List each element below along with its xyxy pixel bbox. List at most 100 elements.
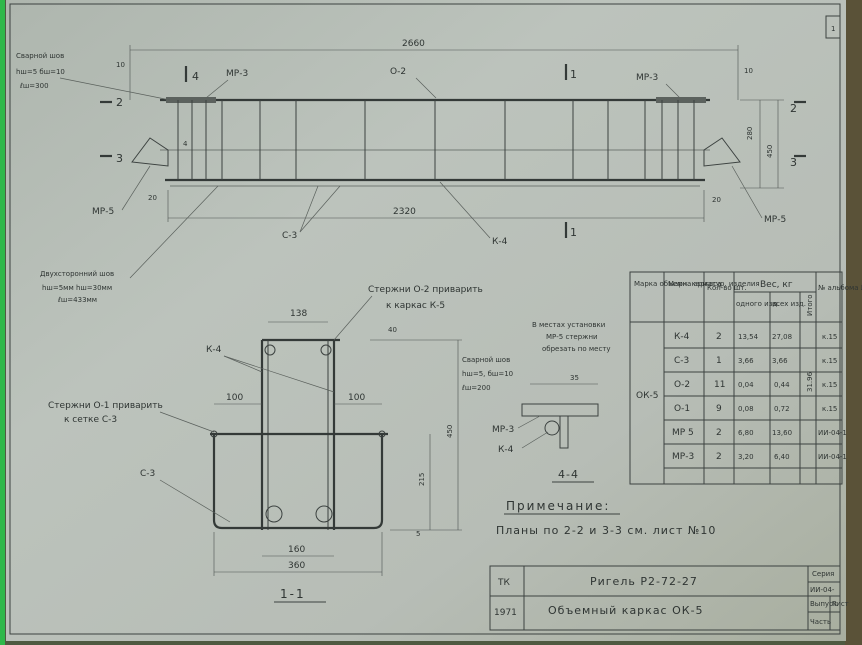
row-all: 13,60 [772,429,792,437]
weld-note-3: ℓш=300 [19,82,49,90]
dim-5: 5 [416,530,420,538]
dim-40: 40 [388,326,397,334]
th-qty: Кол-во шт. [707,284,747,292]
row-all: 0,44 [774,381,790,389]
row-one: 0,08 [738,405,754,413]
table-row: МР-3 2 3,20 6,40 ИИ-04-1 [672,452,847,462]
section-4-4-title: 4-4 [558,468,579,481]
row-ref: ИИ-04-1 [818,453,847,461]
row-qty: 2 [716,428,722,438]
cut-1-top: 1 [570,68,578,81]
double-weld-note-3: ℓш=433мм [57,296,97,304]
note-o1-line1: Стержни О-1 приварить [48,401,163,411]
label-mp3-44: МР-3 [492,425,514,435]
row-ref: к.15 [822,357,837,365]
label-k4-44: К-4 [498,445,514,455]
weld44-line3: ℓш=200 [461,384,491,392]
label-mp5-right: МР-5 [764,215,786,225]
th-album: № альбома № листа [818,284,862,292]
dim-inner-length: 2320 [393,207,416,217]
title-org: ТК [497,578,510,588]
table-row: О-2 11 0,04 0,44 к.15 [674,380,837,390]
cut-1-bottom: 1 [570,226,578,239]
row-one: 6,80 [738,429,754,437]
row-one: 13,54 [738,333,759,341]
title-year: 1971 [494,608,517,618]
row-mark: О-2 [674,380,690,390]
note-o2-line2: к каркас К-5 [386,301,445,311]
dim-138: 138 [290,309,307,319]
weld44-line1: Сварной шов [462,356,510,364]
note-mp5-line2: МР-5 стержни [546,333,598,341]
th-total: Итого [806,294,814,316]
dim-overall-length: 2660 [402,39,425,49]
row-all: 0,72 [774,405,790,413]
dim-top-left: 10 [116,61,125,69]
label-c3-section: С-3 [140,469,155,479]
dim-450: 450 [446,425,454,438]
cut-4-small: 4 [183,140,188,148]
cut-3-left: 3 [116,152,124,165]
double-weld-note-1: Двухсторонний шов [40,270,114,278]
table-group-mark: ОК-5 [636,391,658,401]
label-k4: К-4 [492,237,508,247]
cut-4-top: 4 [192,70,200,83]
row-qty: 2 [716,332,722,342]
dim-360: 360 [288,561,305,571]
cut-2-left: 2 [116,96,124,109]
row-one: 3,20 [738,453,754,461]
label-c3: С-3 [282,231,297,241]
th-mark-frame: Марка объемн. каркаса [634,280,721,288]
label-k4-section: К-4 [206,345,222,355]
section-1-1: 138 100 100 160 360 450 215 5 40 К-4 С-3… [48,285,483,603]
table-row: С-3 1 3,66 3,66 к.15 [674,356,837,366]
weld44-line2: hш=5, бш=10 [462,370,513,378]
th-weight: Вес, кг [760,280,793,290]
label-o2: О-2 [390,67,406,77]
dim-160: 160 [288,545,305,555]
specification-table: Марка объемн. каркаса Марка арматур. изд… [629,271,862,485]
section-1-1-title: 1-1 [280,587,306,601]
dim-height-450: 450 [766,145,774,158]
title-series-label: Серия [812,570,834,578]
row-ref: к.15 [822,381,837,389]
double-weld-note-2: hш=5мм hш=30мм [42,284,112,292]
section-4-4: В местах установки МР-5 стержни обрезать… [461,321,611,483]
row-all: 6,40 [774,453,790,461]
elevation-view: 2660 10 10 [16,39,806,304]
row-qty: 1 [716,356,722,366]
table-total: 31.96 [806,371,814,392]
row-all: 3,66 [772,357,788,365]
row-ref: ИИ-04-1 [818,429,847,437]
dim-end-offset: 20 [148,194,157,202]
title-part-label: Часть [810,618,831,626]
row-mark: С-3 [674,356,689,366]
row-qty: 9 [716,404,722,414]
row-one: 3,66 [738,357,754,365]
note-block: Примечание: Планы по 2-2 и 3-3 см. лист … [496,499,716,537]
corner-number: 1 [831,25,835,33]
th-mark-item: Марка арматур. изделия [668,280,760,288]
row-mark: МР 5 [672,428,694,438]
title-block: ТК 1971 Ригель Р2-72-27 Объемный каркас … [489,565,849,631]
weld-note-2: hш=5 бш=10 [16,68,65,76]
note-mp5-line1: В местах установки [532,321,605,329]
title-name2: Объемный каркас ОК-5 [548,604,704,617]
cut-2-right: 2 [790,102,798,115]
row-mark: МР-3 [672,452,694,462]
weld-note-1: Сварной шов [16,52,64,60]
th-all: всех изд. [772,300,806,308]
title-issue-label: Выпуск [810,600,837,608]
note-text: Планы по 2-2 и 3-3 см. лист №10 [496,524,716,537]
dim-100-right: 100 [348,393,365,403]
dim-100-left: 100 [226,393,243,403]
title-name1: Ригель Р2-72-27 [590,575,698,588]
table-row: О-1 9 0,08 0,72 к.15 [674,404,837,414]
note-mp5-line3: обрезать по месту [542,345,611,353]
row-mark: К-4 [674,332,690,342]
table-row: МР 5 2 6,80 13,60 ИИ-04-1 [672,428,847,438]
cut-3-right: 3 [790,156,798,169]
dim-215: 215 [418,473,426,486]
label-mp5-left: МР-5 [92,207,114,217]
